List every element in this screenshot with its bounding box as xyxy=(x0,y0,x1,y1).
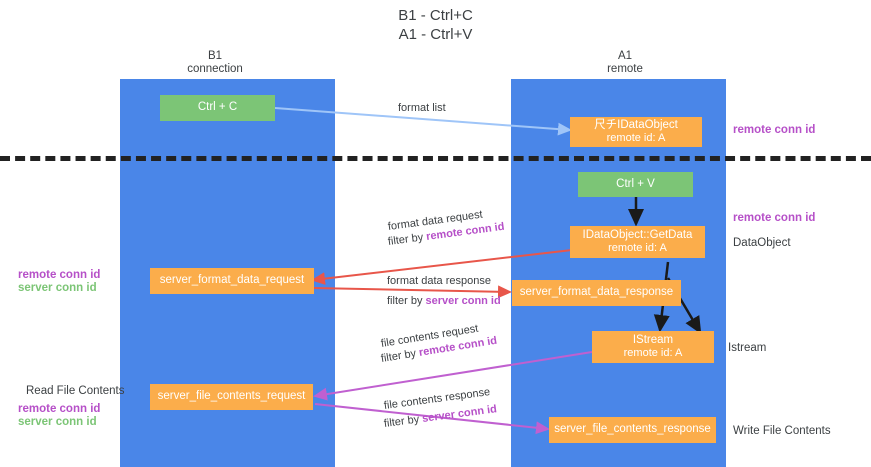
diagram-title: B1 - Ctrl+C A1 - Ctrl+V xyxy=(398,7,473,43)
edge-label-format-list: format list xyxy=(398,101,446,115)
node-sfdreq-label: server_format_data_request xyxy=(159,274,305,287)
filter-key-2: server conn id xyxy=(425,295,501,307)
column-header-b1: B1 connection xyxy=(187,50,243,75)
column-header-a1: A1 remote xyxy=(607,50,643,75)
node-istream-line1: IStream xyxy=(632,333,674,346)
label-left-remote-conn-id-2: remote conn id xyxy=(18,403,101,415)
section-divider xyxy=(0,156,871,161)
node-istream[interactable]: IStream remote id: A xyxy=(592,331,714,363)
node-ctrl-v-line1: Ctrl + V xyxy=(616,177,655,190)
label-left-read-file-contents: Read File Contents xyxy=(26,385,125,397)
node-istream-line2: remote id: A xyxy=(623,347,683,359)
node-server-file-contents-response[interactable]: server_file_contents_response xyxy=(549,417,716,443)
filter-prefix-2: filter by xyxy=(387,295,426,307)
label-right-dataobject: DataObject xyxy=(733,237,791,249)
edge-label-format-data-response-group: format data response filter by server co… xyxy=(387,274,501,308)
node-ctrl-v[interactable]: Ctrl + V xyxy=(578,172,693,197)
node-sfcres-label: server_file_contents_response xyxy=(554,423,711,436)
node-server-file-contents-request[interactable]: server_file_contents_request xyxy=(150,384,313,410)
edge-label-file-contents-request-group: file contents request filter by remote c… xyxy=(380,323,498,366)
node-idataobject-getdata[interactable]: IDataObject::GetData remote id: A xyxy=(570,226,705,258)
label-right-istream: Istream xyxy=(728,342,767,354)
label-left-server-conn-id-2: server conn id xyxy=(18,416,97,428)
edge-label-format-data-response: format data response xyxy=(387,275,491,287)
node-idataobject[interactable]: 尺チIDataObject remote id: A xyxy=(570,117,702,147)
label-right-write-file-contents: Write File Contents xyxy=(733,425,831,437)
node-getdata-line2: remote id: A xyxy=(608,242,667,254)
label-left-server-conn-id-1: server conn id xyxy=(18,282,97,294)
node-server-format-data-request[interactable]: server_format_data_request xyxy=(150,268,314,294)
node-sfdres-label: server_format_data_response xyxy=(519,286,674,299)
node-idataobject-line2: remote id: A xyxy=(606,132,666,144)
node-getdata-line1: IDataObject::GetData xyxy=(582,228,693,241)
node-ctrl-c-line1: Ctrl + C xyxy=(197,101,238,114)
filter-prefix-1: filter by xyxy=(387,231,427,248)
node-ctrl-c[interactable]: Ctrl + C xyxy=(160,95,275,121)
node-idataobject-line1: 尺チIDataObject xyxy=(594,118,678,131)
node-sfcreq-label: server_file_contents_request xyxy=(157,390,306,403)
label-right-remote-conn-id-1: remote conn id xyxy=(733,124,816,136)
label-right-remote-conn-id-2: remote conn id xyxy=(733,212,816,224)
label-left-remote-conn-id-1: remote conn id xyxy=(18,269,101,281)
node-server-format-data-response[interactable]: server_format_data_response xyxy=(512,280,681,306)
edge-label-format-data-request-group: format data request filter by remote con… xyxy=(387,209,505,249)
edge-label-format-data-response-filter: filter by server conn id xyxy=(387,294,501,308)
filter-prefix-4: filter by xyxy=(383,413,423,430)
edge-label-file-contents-response-group: file contents response filter by server … xyxy=(383,386,498,431)
edge-label-format-list-text: format list xyxy=(398,102,446,114)
